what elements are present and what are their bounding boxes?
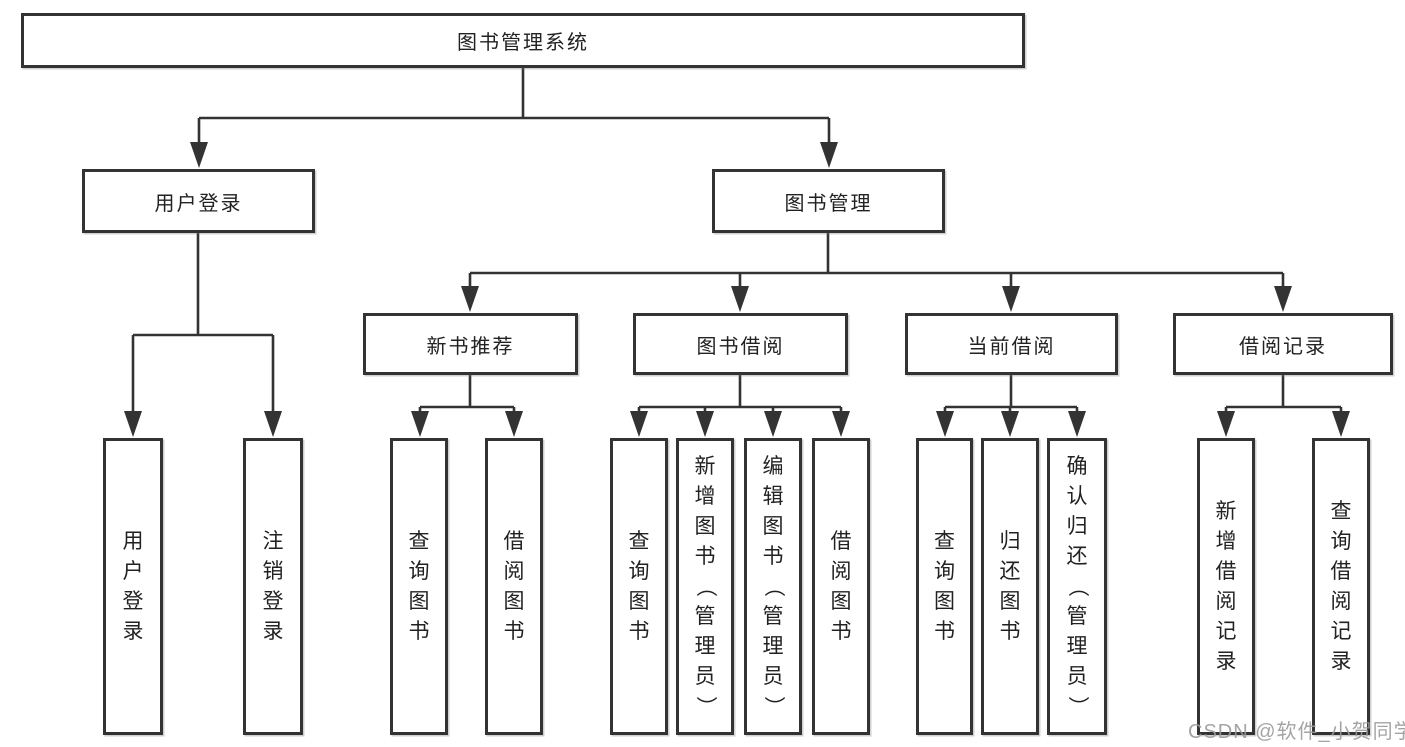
leaf-rec-borrow-books: 借阅图书: [485, 438, 543, 735]
node-user-login: 用户登录: [82, 169, 315, 233]
leaf-add-borrow-record: 新增借阅记录: [1197, 438, 1255, 735]
arrowheads: [124, 142, 1350, 437]
leaf-logout: 注销登录: [243, 438, 303, 735]
leaf-current-query-books: 查询图书: [916, 438, 973, 735]
leaf-user-login: 用户登录: [103, 438, 163, 735]
leaf-rec-query-books: 查询图书: [390, 438, 448, 735]
node-current-borrowing: 当前借阅: [905, 313, 1118, 375]
leaf-return-books: 归还图书: [981, 438, 1039, 735]
leaf-borrow-query-books: 查询图书: [610, 438, 668, 735]
node-book-management: 图书管理: [712, 169, 945, 233]
node-new-book-recommendation: 新书推荐: [363, 313, 578, 375]
csdn-watermark: CSDN @软件_小贺同学: [1188, 721, 1405, 743]
node-library-management-system: 图书管理系统: [21, 13, 1025, 68]
leaf-query-borrow-record: 查询借阅记录: [1312, 438, 1370, 735]
leaf-add-books-admin: 新增图书（管理员）: [676, 438, 734, 735]
node-borrowing-records: 借阅记录: [1173, 313, 1393, 375]
leaf-confirm-return-admin: 确认归还（管理员）: [1047, 438, 1107, 735]
node-book-borrowing: 图书借阅: [633, 313, 848, 375]
leaf-borrow-books: 借阅图书: [812, 438, 870, 735]
leaf-edit-books-admin: 编辑图书（管理员）: [744, 438, 802, 735]
